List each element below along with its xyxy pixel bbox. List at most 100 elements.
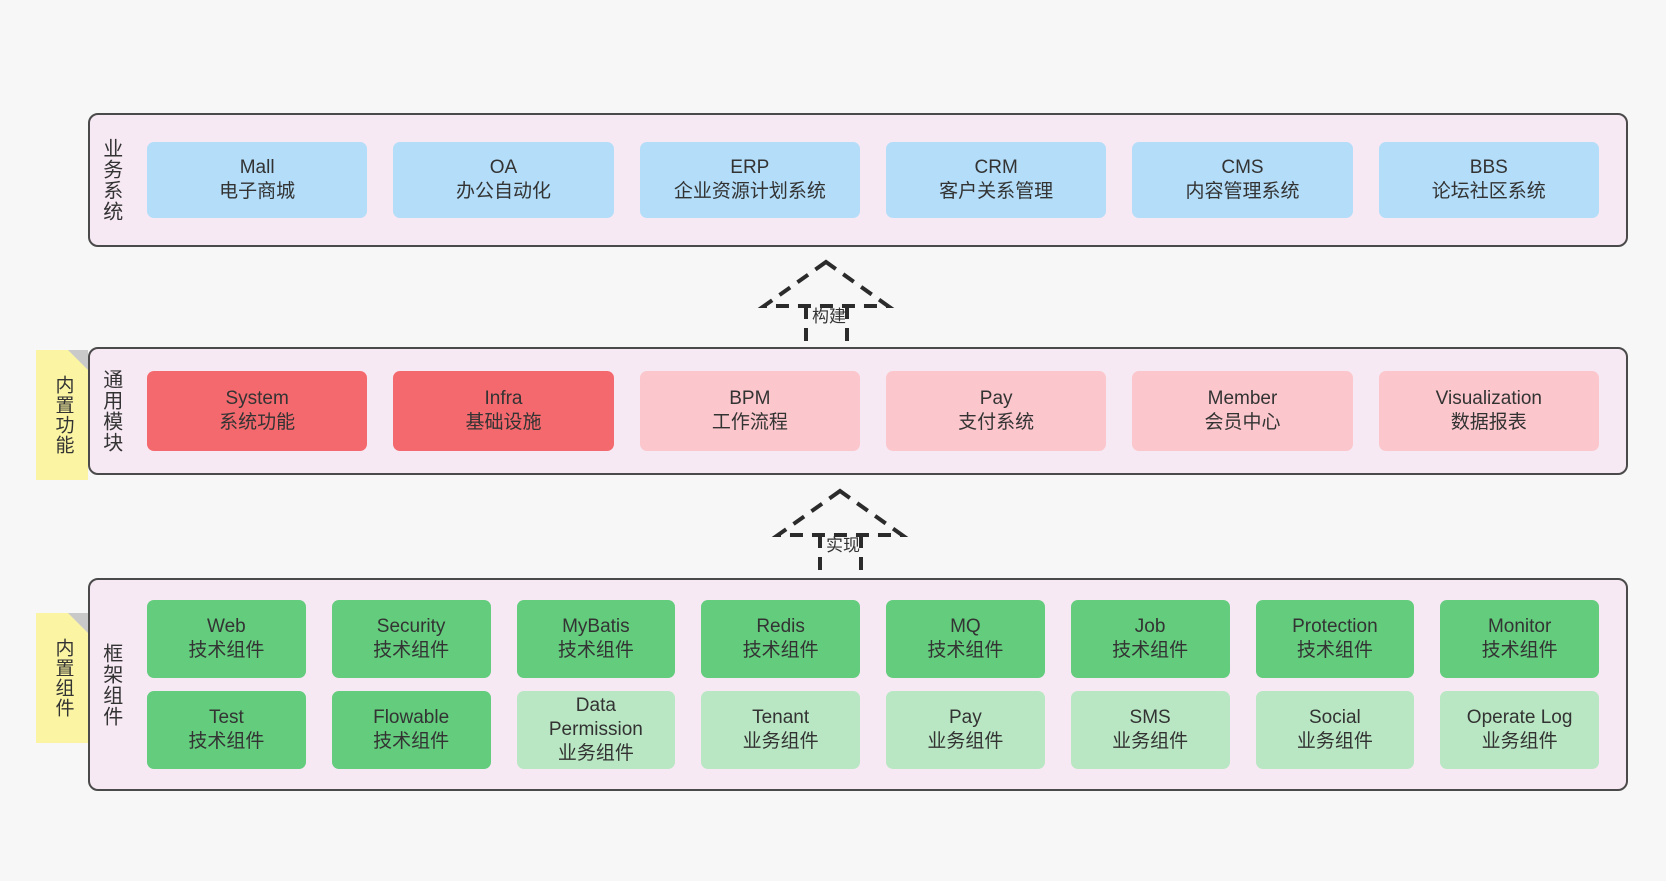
card-cms[interactable]: CMS 内容管理系统 (1132, 142, 1353, 218)
card-title-en: ERP (730, 156, 770, 178)
card-tenant[interactable]: Tenant 业务组件 (701, 691, 860, 769)
card-title-cn: 技术组件 (1481, 640, 1558, 661)
card-title-cn: 工作流程 (711, 412, 788, 433)
card-title-en: Protection (1292, 615, 1378, 637)
card-data-permission[interactable]: Data Permission 业务组件 (516, 691, 676, 769)
card-operate-log[interactable]: Operate Log 业务组件 (1440, 691, 1599, 769)
card-title-en: OA (489, 156, 518, 178)
connector-arrowhead (771, 488, 909, 537)
connector-label-implement: 实现 (826, 536, 860, 555)
card-social[interactable]: Social 业务组件 (1255, 691, 1415, 769)
card-title-en: MyBatis (562, 615, 630, 637)
layer-body-common-module: System 系统功能 Infra 基础设施 BPM 工作流程 Pay 支付系统… (130, 349, 1626, 473)
card-monitor[interactable]: Monitor 技术组件 (1440, 600, 1599, 678)
card-title-en: CRM (974, 156, 1018, 178)
layer-body-business-system: Mall 电子商城 OA 办公自动化 ERP 企业资源计划系统 CRM 客户关系… (130, 115, 1626, 245)
card-title-cn: 数据报表 (1450, 412, 1527, 433)
layer-title-common-module: 通用模块 (99, 369, 122, 453)
card-title-cn: 客户关系管理 (939, 181, 1054, 202)
card-title-en: Data Permission (548, 694, 643, 740)
connector-implement: 实现 (771, 487, 912, 579)
sticky-note-label: 内置功能 (52, 375, 74, 455)
card-title-cn: 技术组件 (557, 640, 634, 661)
card-title-en: Visualization (1435, 387, 1542, 409)
card-mall[interactable]: Mall 电子商城 (147, 142, 368, 218)
card-infra[interactable]: Infra 基础设施 (393, 371, 614, 451)
card-bpm[interactable]: BPM 工作流程 (639, 371, 860, 451)
card-title-cn: 技术组件 (742, 640, 819, 661)
card-title-cn: 技术组件 (188, 640, 265, 661)
card-title-cn: 业务组件 (1296, 731, 1373, 752)
sticky-note-builtin-component: 内置组件 (36, 613, 88, 743)
layer-body-framework-component: Web 技术组件 Security 技术组件 MyBatis 技术组件 Redi… (130, 580, 1626, 789)
card-title-en: Monitor (1487, 615, 1552, 637)
card-title-cn: 技术组件 (373, 640, 450, 661)
card-pay[interactable]: Pay 支付系统 (885, 371, 1107, 451)
sticky-fold-corner (68, 613, 88, 633)
card-title-en: BBS (1469, 156, 1508, 178)
layer-title-business-system: 业务系统 (99, 138, 122, 222)
card-visualization[interactable]: Visualization 数据报表 (1378, 371, 1599, 451)
card-member[interactable]: Member 会员中心 (1132, 371, 1353, 451)
card-pay-business[interactable]: Pay 业务组件 (886, 691, 1045, 769)
card-title-cn: 业务组件 (557, 743, 634, 765)
card-security[interactable]: Security 技术组件 (331, 600, 491, 678)
card-job[interactable]: Job 技术组件 (1070, 600, 1230, 678)
card-web[interactable]: Web 技术组件 (147, 600, 306, 678)
card-title-cn: 技术组件 (1112, 640, 1189, 661)
sticky-fold-corner (68, 350, 88, 370)
card-title-cn: 电子商城 (219, 181, 296, 202)
card-title-cn: 技术组件 (1296, 640, 1373, 661)
card-title-en: Pay (979, 387, 1013, 409)
card-title-en: Pay (949, 706, 982, 728)
card-title-cn: 业务组件 (1481, 731, 1558, 752)
card-title-en: Social (1309, 706, 1361, 728)
card-redis[interactable]: Redis 技术组件 (701, 600, 860, 678)
card-title-en: Job (1134, 615, 1166, 637)
card-title-cn: 业务组件 (1112, 731, 1189, 752)
card-title-en: Redis (756, 615, 805, 637)
card-crm[interactable]: CRM 客户关系管理 (885, 142, 1107, 218)
component-row-technical: Web 技术组件 Security 技术组件 MyBatis 技术组件 Redi… (134, 600, 1612, 678)
card-title-en: BPM (729, 387, 771, 409)
card-title-cn: 技术组件 (373, 731, 450, 752)
card-title-en: Infra (484, 387, 523, 409)
card-oa[interactable]: OA 办公自动化 (393, 142, 614, 218)
card-title-en: Test (208, 706, 244, 728)
card-bbs[interactable]: BBS 论坛社区系统 (1378, 142, 1599, 218)
connector-label-build: 构建 (812, 307, 846, 326)
card-title-cn: 系统功能 (219, 412, 296, 433)
card-title-en: Member (1207, 387, 1278, 409)
card-test[interactable]: Test 技术组件 (147, 691, 306, 769)
card-title-cn: 业务组件 (927, 731, 1004, 752)
sticky-note-builtin-function: 内置功能 (36, 350, 88, 480)
card-mybatis[interactable]: MyBatis 技术组件 (516, 600, 676, 678)
card-title-cn: 基础设施 (465, 412, 542, 433)
card-title-cn: 内容管理系统 (1185, 181, 1300, 202)
card-erp[interactable]: ERP 企业资源计划系统 (639, 142, 860, 218)
layer-common-module: 通用模块 System 系统功能 Infra 基础设施 BPM 工作流程 Pay… (88, 347, 1628, 475)
card-title-cn: 技术组件 (188, 731, 265, 752)
card-title-en: Operate Log (1466, 706, 1573, 728)
card-flowable[interactable]: Flowable 技术组件 (331, 691, 491, 769)
card-protection[interactable]: Protection 技术组件 (1255, 600, 1415, 678)
card-title-en: MQ (950, 615, 981, 637)
card-title-en: Security (376, 615, 446, 637)
layer-framework-component: 框架组件 Web 技术组件 Security 技术组件 MyBatis 技术组件… (88, 578, 1628, 791)
card-system[interactable]: System 系统功能 (147, 371, 368, 451)
card-title-en: System (225, 387, 289, 409)
card-mq[interactable]: MQ 技术组件 (886, 600, 1045, 678)
card-title-en: Flowable (373, 706, 450, 728)
card-title-cn: 论坛社区系统 (1431, 181, 1546, 202)
layer-title-framework-component: 框架组件 (99, 642, 122, 727)
card-title-cn: 支付系统 (958, 412, 1035, 433)
card-title-cn: 企业资源计划系统 (673, 181, 826, 202)
card-sms[interactable]: SMS 业务组件 (1070, 691, 1230, 769)
component-row-business: Test 技术组件 Flowable 技术组件 Data Permission … (134, 691, 1612, 769)
card-title-cn: 会员中心 (1204, 412, 1281, 433)
card-title-en: CMS (1221, 156, 1264, 178)
card-title-en: Web (207, 615, 246, 637)
layer-business-system: 业务系统 Mall 电子商城 OA 办公自动化 ERP 企业资源计划系统 CRM… (88, 113, 1628, 247)
card-title-cn: 业务组件 (742, 731, 819, 752)
